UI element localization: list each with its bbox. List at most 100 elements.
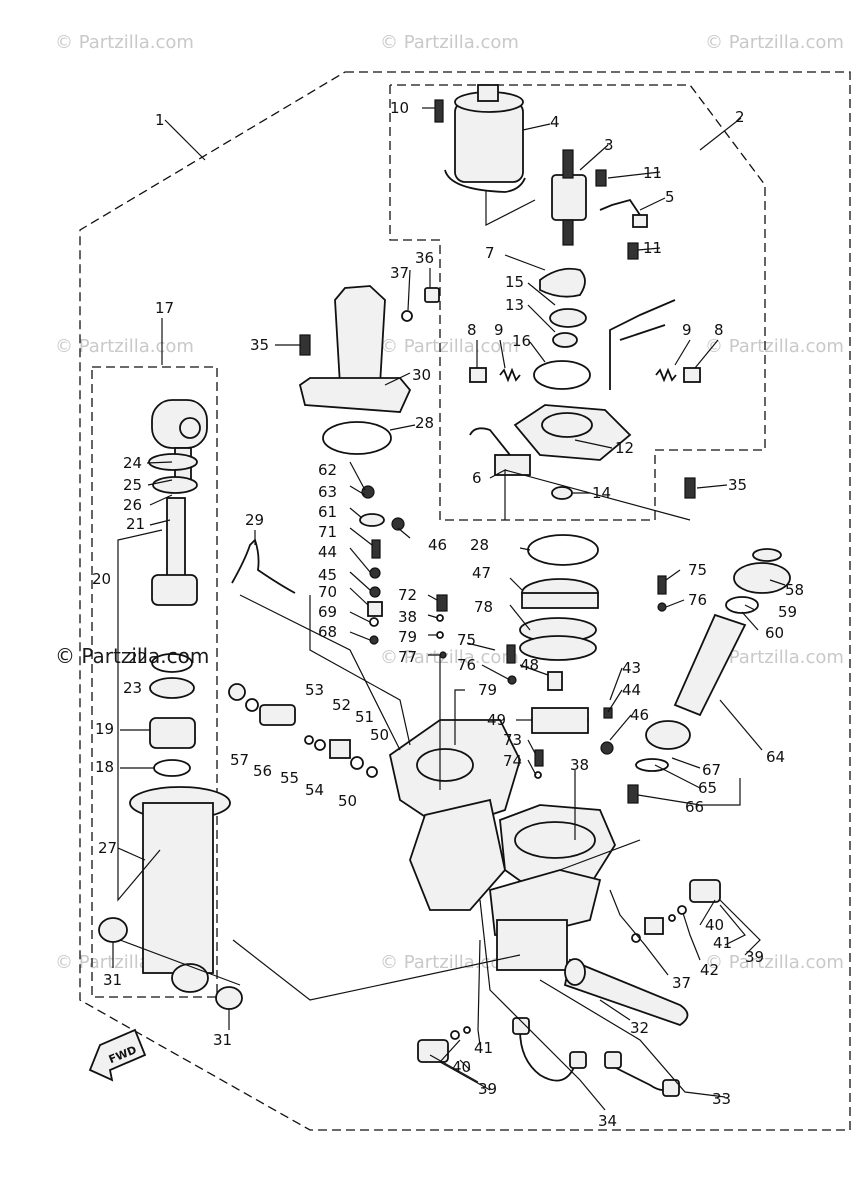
callout-40: 40 [705,916,724,934]
watermark: © Partzilla.com [380,952,519,973]
callout-22: 22 [128,649,147,667]
callout-26: 26 [123,496,142,514]
callout-14: 14 [592,484,611,502]
callout-28: 28 [415,414,434,432]
callout-50: 50 [370,726,389,744]
callout-73: 73 [503,731,522,749]
callout-76: 76 [688,591,707,609]
callout-77: 77 [398,648,417,666]
callout-52: 52 [332,696,351,714]
callout-8: 8 [714,321,724,339]
callout-43: 43 [622,659,641,677]
callout-68: 68 [318,623,337,641]
callout-labels: 1 2 3 4 5 6 7 8 8 9 9 10 11 11 12 13 14 … [92,99,804,1130]
callout-61: 61 [318,503,337,521]
callout-31: 31 [213,1031,232,1049]
callout-5: 5 [665,188,675,206]
motor-yoke [444,84,526,193]
tilt-cylinder [129,786,231,993]
callout-3: 3 [604,136,614,154]
callout-21: 21 [126,515,145,533]
callout-16: 16 [512,332,531,350]
tilt-rod [148,399,208,606]
callout-30: 30 [412,366,431,384]
callout-50: 50 [338,792,357,810]
callout-9: 9 [682,321,692,339]
callout-40: 40 [452,1058,471,1076]
callout-78: 78 [474,598,493,616]
shaft-32 [563,958,689,1026]
callout-32: 32 [630,1019,649,1037]
callout-49: 49 [487,711,506,729]
callout-63: 63 [318,483,337,501]
callout-42: 42 [700,961,719,979]
callout-10: 10 [390,99,409,117]
assembly-outline-main [79,71,851,1131]
callout-75: 75 [688,561,707,579]
armature [551,149,587,246]
callout-1: 1 [155,111,165,129]
assembly-outline-motor [389,84,766,521]
callout-36: 36 [415,249,434,267]
assembly-outline-tilt-cylinder [91,366,218,998]
callout-9: 9 [494,321,504,339]
callout-13: 13 [505,296,524,314]
callout-27: 27 [98,839,117,857]
manifold-body [388,719,617,971]
callout-41: 41 [474,1039,493,1057]
callout-46: 46 [428,536,447,554]
watermark: © Partzilla.com [705,647,844,668]
pipe-29 [231,538,296,594]
callout-74: 74 [503,752,522,770]
callout-70: 70 [318,583,337,601]
callout-12: 12 [615,439,634,457]
watermark: © Partzilla.com [380,336,519,357]
callout-35: 35 [250,336,269,354]
callout-56: 56 [253,762,272,780]
watermark: © Partzilla.com [705,336,844,357]
parts [98,84,791,1097]
callout-55: 55 [280,769,299,787]
callout-41: 41 [713,934,732,952]
callout-38: 38 [570,756,589,774]
watermark: © Partzilla.com [705,32,844,53]
callout-4: 4 [550,113,560,131]
watermark: © Partzilla.com [380,32,519,53]
callout-60: 60 [765,624,784,642]
callout-48: 48 [520,656,539,674]
callout-18: 18 [95,758,114,776]
o-ring-16 [533,360,591,390]
callout-51: 51 [355,708,374,726]
callout-25: 25 [123,476,142,494]
reservoir [298,285,412,413]
callout-20: 20 [92,570,111,588]
callout-8: 8 [467,321,477,339]
callout-38: 38 [398,608,417,626]
callout-45: 45 [318,566,337,584]
callout-28: 28 [470,536,489,554]
callout-58: 58 [785,581,804,599]
watermark: © Partzilla.com [380,647,519,668]
callout-66: 66 [685,798,704,816]
callout-44: 44 [622,681,641,699]
callout-34: 34 [598,1112,617,1130]
callout-62: 62 [318,461,337,479]
callout-75: 75 [457,631,476,649]
callout-24: 24 [123,454,142,472]
callout-46: 46 [630,706,649,724]
fwd-direction-tag: FWD [88,1028,147,1082]
watermark: © Partzilla.com [55,336,194,357]
callout-29: 29 [245,511,264,529]
callout-6: 6 [472,469,482,487]
leader-lines [112,107,786,1111]
manual-valve-64 [673,613,747,717]
callout-57: 57 [230,751,249,769]
callout-47: 47 [472,564,491,582]
callout-11: 11 [643,164,662,182]
callout-11: 11 [643,239,662,257]
callout-71: 71 [318,523,337,541]
callout-39: 39 [478,1080,497,1098]
callout-76: 76 [457,656,476,674]
valve-stack [228,683,378,778]
